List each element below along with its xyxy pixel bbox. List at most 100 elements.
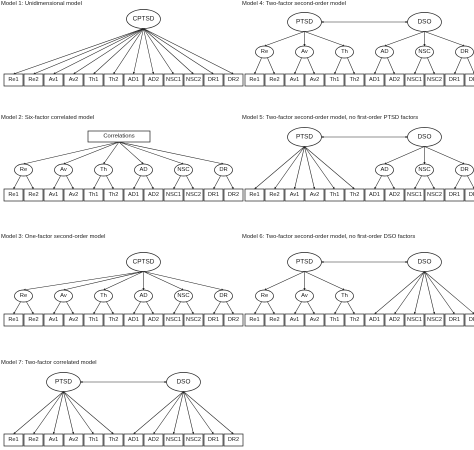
- indicator-label: AD2: [389, 317, 400, 323]
- loading-arrow: [66, 301, 74, 315]
- model-title: Model 3: One-factor second-order model: [1, 234, 105, 240]
- correlations-label: Correlations: [103, 134, 134, 140]
- loading-arrow: [143, 28, 214, 75]
- second-order-arrow: [424, 146, 465, 165]
- first-order-factor: [214, 163, 233, 177]
- loading-arrow: [183, 391, 214, 435]
- model-4-panel: Model 4: Two-factor second-order modelRe…: [242, 1, 474, 87]
- first-order-factor: [335, 45, 354, 59]
- loading-arrow: [53, 301, 61, 315]
- loading-arrow: [13, 28, 144, 75]
- loading-arrow: [106, 175, 114, 190]
- first-order-factor-label: NSC: [418, 49, 430, 55]
- loading-arrow: [73, 28, 144, 75]
- first-order-factor: [375, 163, 394, 177]
- loading-arrow: [304, 146, 335, 190]
- second-order-arrow: [143, 271, 224, 291]
- indicator-label: Th2: [109, 437, 119, 443]
- loading-arrow: [374, 57, 382, 75]
- first-order-factor-label: NSC: [177, 293, 189, 299]
- indicator-label: NSC2: [427, 77, 442, 83]
- indicator-label: AD2: [389, 77, 400, 83]
- indicator-label: AD1: [369, 192, 380, 198]
- latent-factor-label: DSO: [418, 134, 432, 141]
- first-order-factor-label: Th: [341, 49, 348, 55]
- loading-arrow: [267, 57, 275, 75]
- model-title: Model 1: Unidimensional model: [1, 1, 82, 7]
- loading-arrow: [254, 301, 262, 315]
- loading-arrow: [294, 301, 302, 315]
- loading-arrow: [304, 146, 355, 190]
- first-order-factor: [54, 289, 73, 303]
- loading-arrow: [133, 175, 141, 190]
- loading-arrow: [26, 301, 34, 315]
- indicator-label: Av2: [69, 192, 79, 198]
- indicator-label: DR2: [469, 317, 474, 323]
- latent-factor-label: DSO: [177, 379, 191, 386]
- indicator-label: NSC2: [186, 192, 201, 198]
- indicator-label: DR1: [208, 317, 219, 323]
- first-order-factor: [255, 45, 274, 59]
- loading-arrow: [183, 391, 195, 435]
- loading-arrow: [183, 391, 234, 435]
- loading-arrow: [347, 57, 355, 75]
- loading-arrow: [53, 175, 61, 190]
- indicator-label: Re2: [28, 317, 38, 323]
- first-order-factor-label: Re: [20, 293, 27, 299]
- loading-arrow: [427, 175, 435, 190]
- indicator-label: NSC2: [186, 437, 201, 443]
- first-order-factor-label: Av: [60, 167, 67, 173]
- indicator-label: Th1: [330, 77, 340, 83]
- indicator-label: AD2: [148, 317, 159, 323]
- indicator-label: Re1: [249, 192, 259, 198]
- loading-arrow: [146, 301, 154, 315]
- first-order-factor-label: DR: [219, 293, 227, 299]
- first-order-factor: [94, 289, 113, 303]
- loading-arrow: [143, 28, 234, 75]
- first-order-factor: [214, 289, 233, 303]
- model-3-panel: Model 3: One-factor second-order modelRe…: [1, 234, 244, 327]
- indicator-label: DR2: [469, 192, 474, 198]
- correlations-box: [87, 130, 151, 143]
- indicator-label: Av1: [290, 77, 300, 83]
- first-order-factor: [415, 163, 434, 177]
- first-order-factor: [255, 289, 274, 303]
- indicator-label: Th2: [109, 192, 119, 198]
- indicator-label: NSC1: [166, 437, 181, 443]
- loading-arrow: [424, 271, 455, 315]
- latent-factor: [407, 12, 442, 32]
- loading-arrow: [414, 57, 422, 75]
- indicator-label: AD2: [148, 77, 159, 83]
- indicator-label: Re1: [8, 77, 18, 83]
- latent-factor-label: DSO: [418, 19, 432, 26]
- loading-arrow: [394, 271, 425, 315]
- indicator-label: AD2: [148, 192, 159, 198]
- indicator-label: NSC2: [186, 317, 201, 323]
- latent-factor-label: PTSD: [55, 379, 72, 386]
- loading-arrow: [304, 146, 316, 190]
- first-order-factor: [295, 45, 314, 59]
- latent-factor-label: DSO: [418, 259, 432, 266]
- first-order-factor-label: DR: [460, 167, 468, 173]
- indicator-label: DR2: [228, 77, 239, 83]
- loading-arrow: [387, 175, 395, 190]
- indicator-label: Re1: [8, 192, 18, 198]
- indicator-label: Th2: [109, 77, 119, 83]
- indicator-box: [464, 313, 474, 327]
- model-title: Model 2: Six-factor correlated model: [1, 115, 94, 121]
- first-order-factor: [295, 289, 314, 303]
- loading-arrow: [186, 175, 194, 190]
- latent-factor: [46, 372, 81, 392]
- first-order-factor: [335, 289, 354, 303]
- loading-arrow: [132, 28, 144, 75]
- loading-arrow: [66, 175, 74, 190]
- indicator-label: DR1: [449, 77, 460, 83]
- loading-arrow: [133, 301, 141, 315]
- indicator-label: Re2: [28, 192, 38, 198]
- loading-arrow: [146, 175, 154, 190]
- indicator-label: Re1: [8, 317, 18, 323]
- loading-arrow: [467, 175, 474, 190]
- indicator-label: Av1: [49, 437, 59, 443]
